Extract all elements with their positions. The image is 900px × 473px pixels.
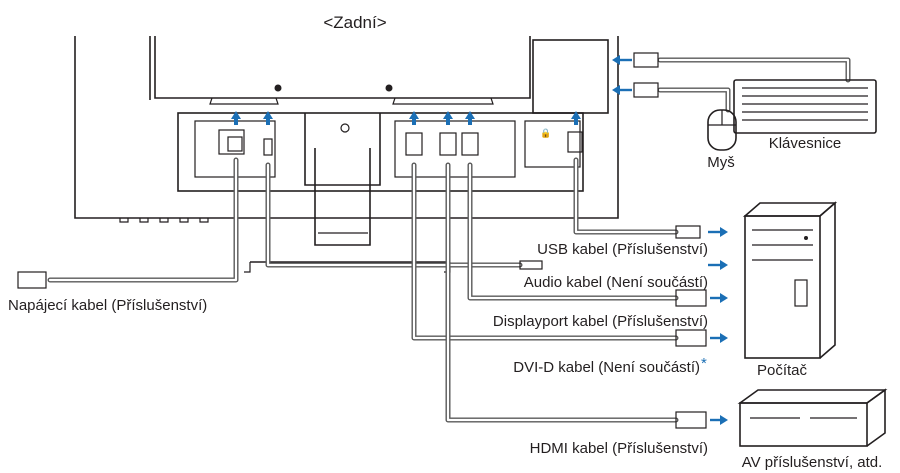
audio-cable-label: Audio kabel (Není součástí) (524, 274, 708, 291)
arrow-up-icon (231, 111, 241, 125)
hdmi-plug (675, 411, 707, 429)
arrow-up-icon (443, 111, 453, 125)
monitor-connectors (227, 131, 583, 156)
av-equipment-label: AV příslušenství, atd. (742, 454, 883, 471)
audio-plug (519, 260, 543, 270)
arrow-right-icon (708, 227, 728, 237)
power-plug (17, 271, 47, 289)
power-socket (227, 136, 243, 152)
arrow-right-icon (710, 293, 728, 303)
arrow-up-icon (263, 111, 273, 125)
hdmi-port (439, 132, 457, 156)
device-arrows (612, 55, 728, 425)
computer-tower (742, 201, 838, 359)
screw-left (274, 84, 282, 92)
arrow-up-icon (571, 111, 581, 125)
computer-label: Počítač (757, 362, 808, 379)
usb-plug (675, 225, 701, 239)
diagram-title: <Zadní> (323, 13, 386, 32)
hdmi-cable-label: HDMI kabel (Příslušenství) (530, 440, 708, 457)
audio-jack (263, 138, 273, 156)
displayport-cable-label: Displayport kabel (Příslušenství) (493, 313, 708, 330)
arrow-right-icon (708, 260, 728, 270)
arrow-left-icon (612, 85, 632, 95)
keyboard (733, 79, 877, 134)
lock-hole (340, 123, 350, 133)
mouse (707, 109, 737, 151)
av-equipment (737, 388, 888, 447)
dvi-port (405, 132, 423, 156)
arrow-left-icon (612, 55, 632, 65)
displayport-port (461, 132, 479, 156)
kensington-icon: 🔒 (540, 128, 551, 138)
dvi-plug (675, 329, 707, 347)
arrow-right-icon (710, 333, 728, 343)
port-arrows (231, 111, 581, 125)
arrow-up-icon (409, 111, 419, 125)
dvi-asterisk: * (701, 355, 707, 372)
usb-upstream-port (567, 131, 583, 153)
mouse-label: Myš (707, 154, 735, 171)
screw-right (385, 84, 393, 92)
monitor-rear: 🔒 (74, 36, 619, 273)
usb-cable-label: USB kabel (Příslušenství) (537, 241, 708, 258)
power-cable-label: Napájecí kabel (Příslušenství) (8, 297, 207, 314)
dvi-cable-label: DVI-D kabel (Není součástí) (513, 359, 700, 376)
arrow-up-icon (465, 111, 475, 125)
arrow-right-icon (710, 415, 728, 425)
keyboard-label: Klávesnice (769, 135, 842, 152)
keyboard-usb-plug (633, 52, 659, 68)
cables (17, 52, 851, 429)
displayport-plug (675, 289, 707, 307)
mouse-usb-plug (633, 82, 659, 98)
